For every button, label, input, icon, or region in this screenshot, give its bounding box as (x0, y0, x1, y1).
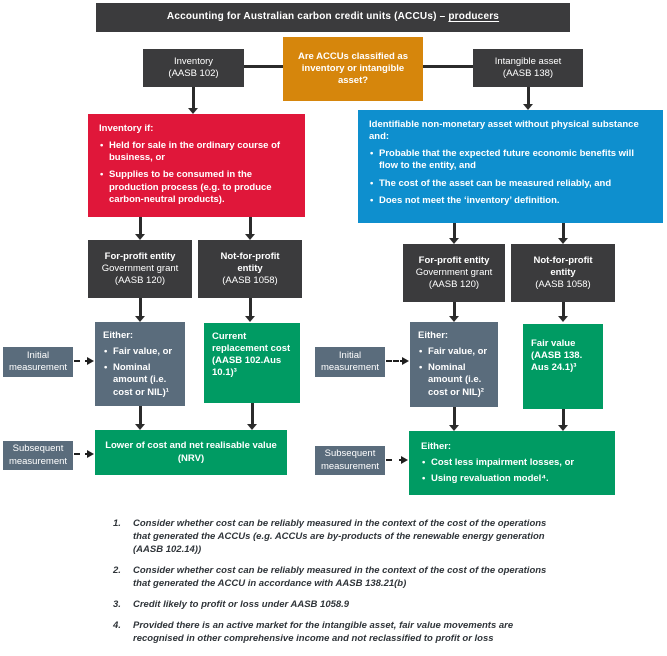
arrow-down-icon (188, 87, 198, 114)
arrow-down-icon (245, 217, 255, 240)
intangible-criteria-bullet: Probable that the expected future econom… (369, 148, 652, 172)
node-line: For-profit entity (104, 250, 176, 262)
node-for-profit-right: For-profit entity Government grant (AASB… (403, 244, 505, 302)
node-line: Government grant (101, 262, 179, 274)
node-line: (AASB 120) (428, 279, 480, 291)
either-intro: Either: (421, 441, 452, 452)
intangible-criteria-box: Identifiable non-monetary asset without … (358, 110, 663, 223)
arrow-down-icon (558, 302, 568, 322)
initial-measurement-nfp-left: Current replacement cost (AASB 102.Aus 1… (204, 323, 300, 403)
connector-line (244, 65, 283, 68)
footnote-text: Consider whether cost can be reliably me… (133, 518, 547, 555)
either-list: Fair value, or Nominal amount (i.e. cost… (418, 346, 490, 399)
node-inventory-line2: (AASB 102) (168, 68, 219, 79)
intangible-criteria-bullet: Does not meet the ‘inventory’ definition… (369, 195, 652, 207)
either-list: Cost less impairment losses, or Using re… (421, 457, 603, 485)
node-not-for-profit-right: Not-for-profit entity (AASB 1058) (511, 244, 615, 302)
either-list: Fair value, or Nominal amount (i.e. cost… (103, 346, 177, 399)
node-not-for-profit-left: Not-for-profit entity (AASB 1058) (198, 240, 302, 298)
arrow-down-icon (558, 409, 568, 431)
footnote-item: 2. Consider whether cost can be reliably… (113, 564, 565, 590)
footnote-number: 4. (113, 620, 121, 631)
intangible-criteria-intro: Identifiable non-monetary asset without … (369, 119, 639, 143)
arrow-down-icon (449, 302, 459, 322)
page-title-underlined: producers (448, 11, 500, 23)
label-initial-measurement-mid: Initial measurement (315, 347, 385, 377)
node-question: Are ACCUs classified as inventory or int… (283, 37, 423, 101)
node-inventory-line1: Inventory (173, 55, 214, 67)
label-subsequent-measurement-left: Subsequent measurement (3, 441, 73, 470)
either-bullet: Using revaluation model⁴. (421, 473, 603, 485)
initial-measurement-nfp-right: Fair value (AASB 138. Aus 24.1)³ (523, 324, 603, 409)
footnote-item: 1. Consider whether cost can be reliably… (113, 517, 565, 556)
intangible-criteria-list: Probable that the expected future econom… (369, 148, 652, 207)
footnote-number: 1. (113, 518, 121, 529)
page-title-text: Accounting for Australian carbon credit … (166, 11, 446, 23)
node-line: (AASB 1058) (222, 275, 278, 287)
either-bullet: Fair value, or (103, 346, 177, 358)
node-line: Not-for-profit entity (533, 254, 593, 278)
node-line: (AASB 1058) (535, 279, 591, 291)
footnote-item: 4. Provided there is an active market fo… (113, 619, 565, 645)
arrow-down-icon (135, 406, 145, 430)
inventory-criteria-bullet: Held for sale in the ordinary course of … (99, 140, 294, 164)
dashed-arrow-right-icon (74, 357, 94, 365)
connector-line (423, 65, 473, 68)
arrow-down-icon (449, 223, 459, 244)
arrow-down-icon (558, 223, 568, 244)
either-intro: Either: (103, 330, 134, 341)
either-intro: Either: (418, 330, 449, 341)
either-bullet: Nominal amount (i.e. cost or NIL)² (418, 362, 490, 398)
either-bullet: Fair value, or (418, 346, 490, 358)
footnotes: 1. Consider whether cost can be reliably… (113, 517, 565, 653)
node-line: For-profit entity (418, 254, 490, 266)
page-title: Accounting for Australian carbon credit … (96, 3, 570, 32)
green-box-text: Current replacement cost (AASB 102.Aus 1… (212, 331, 291, 379)
inventory-criteria-box: Inventory if: Held for sale in the ordin… (88, 114, 305, 217)
subsequent-measurement-right: Either: Cost less impairment losses, or … (409, 431, 615, 495)
footnote-text: Provided there is an active market for t… (133, 620, 514, 644)
green-box-text: Fair value (AASB 138. Aus 24.1)³ (531, 338, 583, 374)
label-initial-measurement-left: Initial measurement (3, 347, 73, 377)
inventory-criteria-bullet: Supplies to be consumed in the productio… (99, 169, 294, 205)
label-text: Subsequent measurement (8, 443, 68, 467)
footnote-item: 3. Credit likely to profit or loss under… (113, 598, 565, 611)
node-for-profit-left: For-profit entity Government grant (AASB… (88, 240, 192, 298)
node-line: Government grant (415, 266, 493, 278)
inventory-criteria-list: Held for sale in the ordinary course of … (99, 140, 294, 206)
either-bullet: Cost less impairment losses, or (421, 457, 603, 469)
node-intangible-line2: (AASB 138) (502, 68, 554, 79)
either-bullet: Nominal amount (i.e. cost or NIL)¹ (103, 362, 177, 398)
inventory-criteria-intro: Inventory if: (99, 123, 154, 134)
initial-measurement-for-profit-right: Either: Fair value, or Nominal amount (i… (410, 322, 498, 407)
footnote-number: 2. (113, 565, 121, 576)
dashed-arrow-right-icon (74, 450, 94, 458)
label-text: Initial measurement (8, 349, 68, 373)
subsequent-measurement-left: Lower of cost and net realisable value (… (95, 430, 287, 475)
arrow-down-icon (247, 403, 257, 430)
footnote-text: Consider whether cost can be reliably me… (133, 565, 547, 589)
footnote-text: Credit likely to profit or loss under AA… (133, 599, 350, 610)
dashed-arrow-right-icon (386, 357, 409, 365)
footnote-number: 3. (113, 599, 121, 610)
node-line: (AASB 120) (114, 275, 166, 287)
arrow-down-icon (523, 87, 533, 110)
label-text: Initial measurement (320, 349, 380, 373)
arrow-down-icon (135, 217, 145, 240)
arrow-down-icon (245, 298, 255, 322)
initial-measurement-for-profit-left: Either: Fair value, or Nominal amount (i… (95, 322, 185, 406)
arrow-down-icon (135, 298, 145, 322)
dashed-arrow-right-icon (386, 456, 408, 464)
intangible-criteria-bullet: The cost of the asset can be measured re… (369, 178, 652, 190)
node-intangible: Intangible asset (AASB 138) (473, 49, 583, 87)
label-text: Subsequent measurement (320, 448, 380, 472)
node-line: Not-for-profit entity (220, 250, 280, 274)
arrow-down-icon (449, 407, 459, 431)
node-question-text: Are ACCUs classified as inventory or int… (297, 50, 408, 87)
label-subsequent-measurement-mid: Subsequent measurement (315, 446, 385, 475)
node-inventory: Inventory (AASB 102) (143, 49, 244, 87)
green-box-text: Lower of cost and net realisable value (… (105, 440, 277, 464)
node-intangible-line1: Intangible asset (494, 55, 562, 67)
